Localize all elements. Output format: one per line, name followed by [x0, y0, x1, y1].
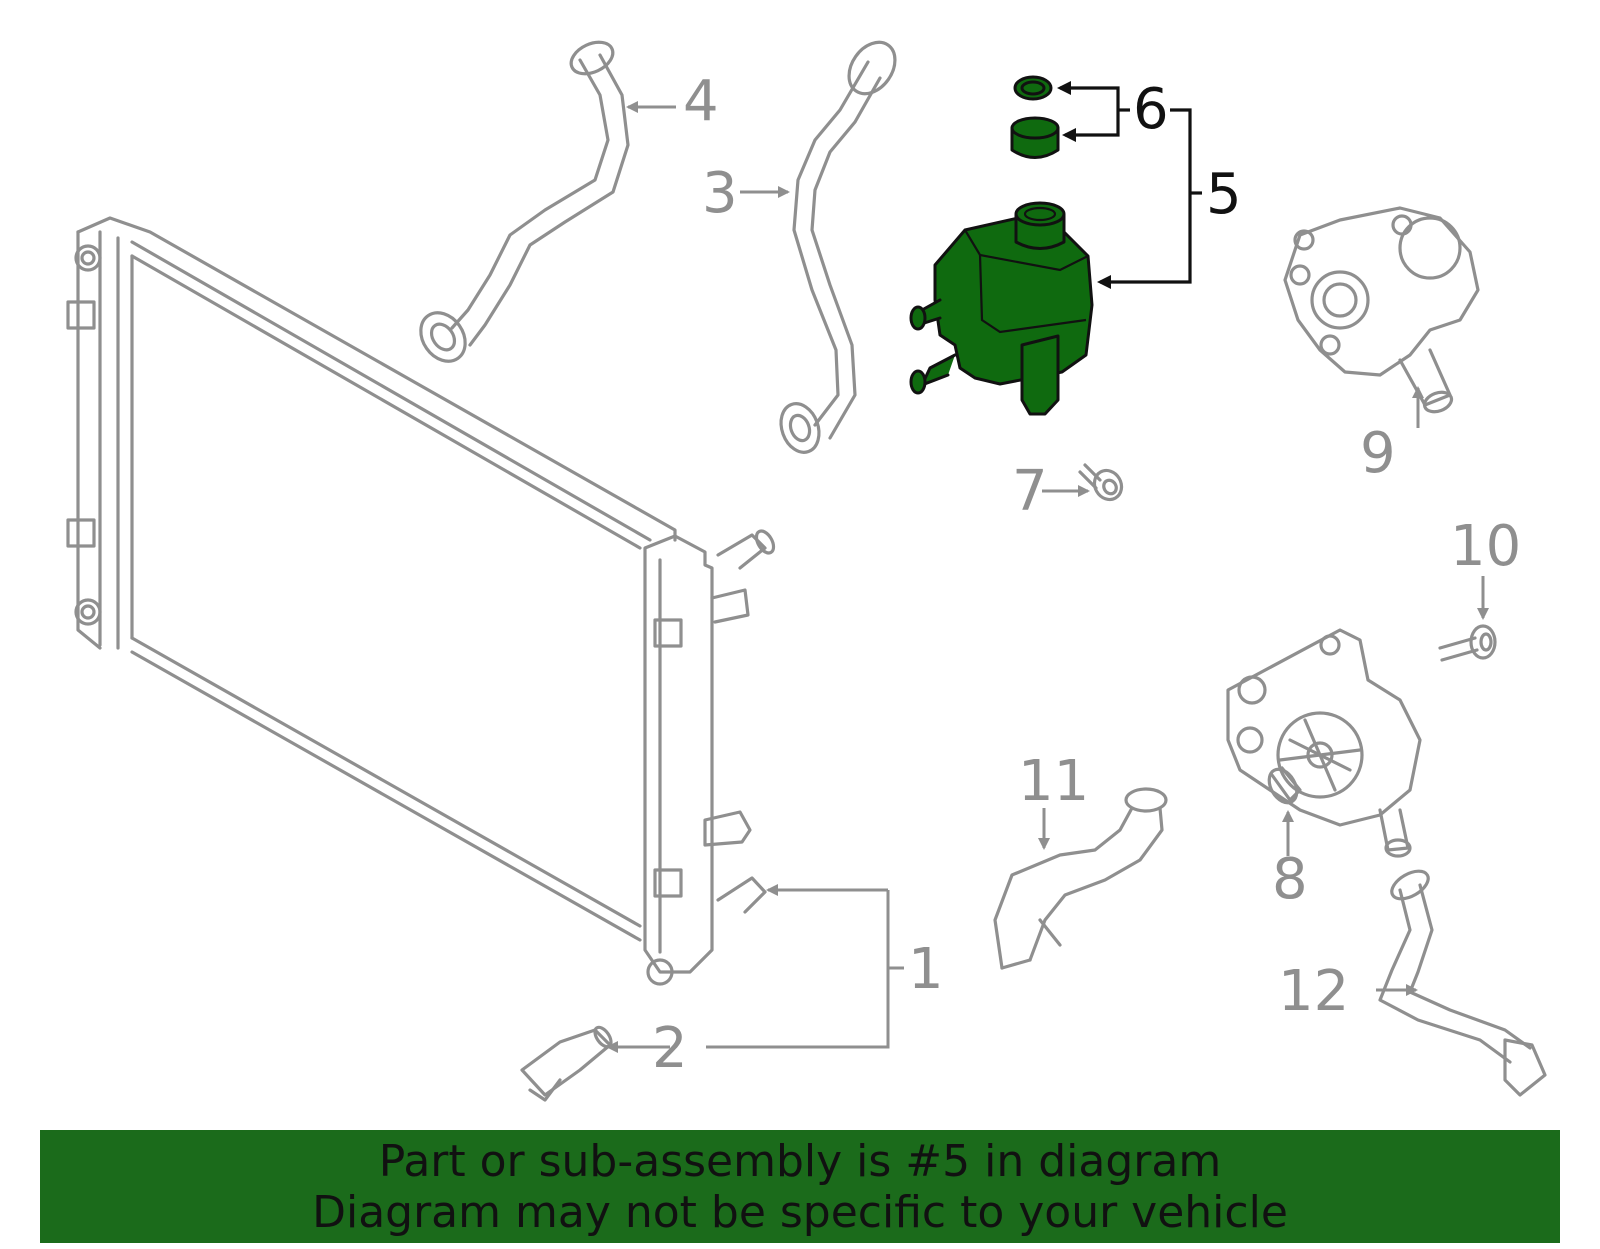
radiator [66, 216, 776, 986]
temperature-sensor [520, 1025, 613, 1102]
callout-7: 7 [1012, 459, 1048, 524]
leader-lines-highlight [1057, 81, 1202, 289]
coolant-hose [419, 40, 630, 363]
coolant-hose-12 [1378, 869, 1547, 1097]
callout-11: 11 [1018, 749, 1089, 814]
callout-2: 2 [652, 1016, 688, 1081]
banner-line-2: Diagram may not be specific to your vehi… [312, 1186, 1288, 1238]
callout-1: 1 [908, 937, 944, 1002]
leader-lines [606, 101, 1489, 1053]
notice-banner: Part or sub-assembly is #5 in diagram Di… [40, 1130, 1560, 1243]
banner-line-1: Part or sub-assembly is #5 in diagram [378, 1135, 1222, 1187]
callout-3: 3 [702, 161, 738, 226]
callout-4: 4 [683, 69, 719, 134]
callout-9: 9 [1360, 421, 1396, 486]
cap-and-seal [1010, 75, 1060, 159]
coolant-expansion-tank [909, 201, 1094, 416]
water-pump-housing [1283, 206, 1480, 414]
coolant-hose-11 [993, 787, 1168, 970]
bolt-10 [1438, 624, 1497, 662]
callout-12: 12 [1278, 959, 1349, 1024]
callout-5: 5 [1206, 162, 1242, 227]
bolt-7 [1078, 463, 1124, 502]
upper-hose [779, 40, 897, 454]
water-pump [1226, 628, 1422, 858]
callout-10: 10 [1450, 514, 1521, 579]
callout-6: 6 [1133, 77, 1169, 142]
callout-8: 8 [1272, 847, 1308, 912]
